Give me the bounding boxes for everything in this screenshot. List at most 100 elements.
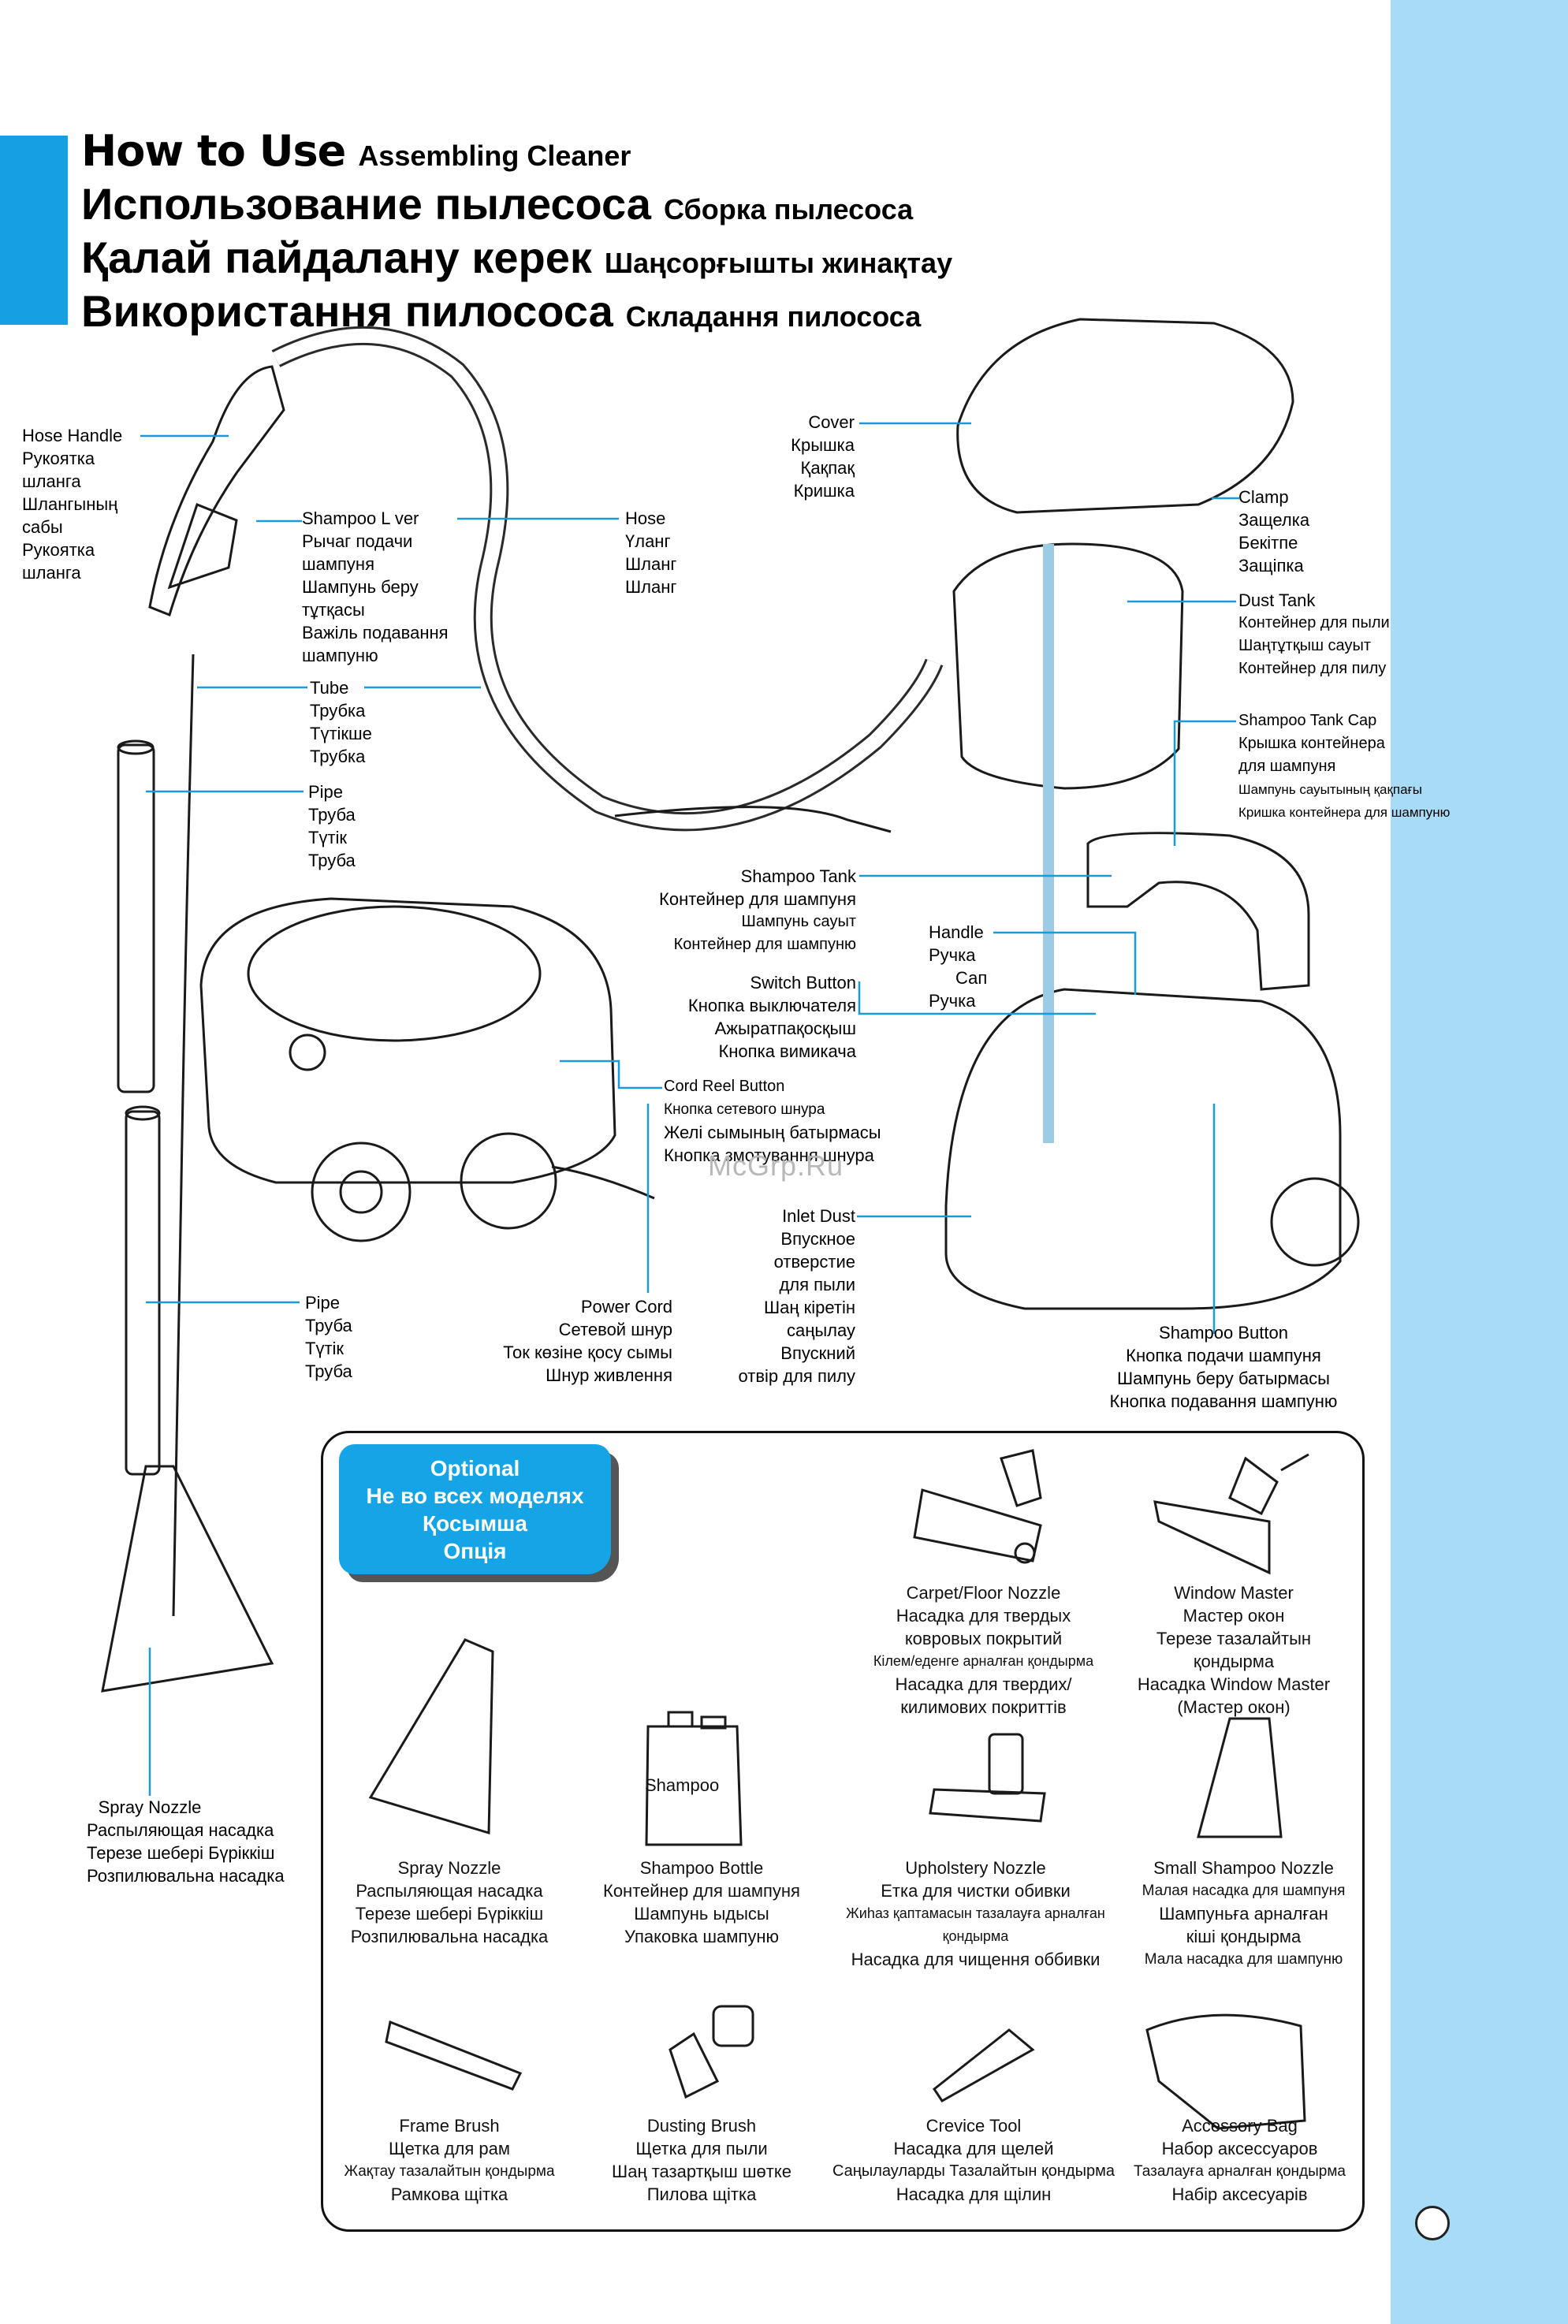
label-line: Бекітпе — [1238, 533, 1298, 553]
accessory-line: Саңылауларды Тазалайтын қондырма — [832, 2162, 1115, 2180]
label-line: Кнопка вимикача — [718, 1041, 856, 1061]
accessory-bag-icon — [1145, 2013, 1306, 2130]
accessory-line: Carpet/Floor Nozzle — [906, 1583, 1061, 1603]
label-line: саңылау — [786, 1320, 855, 1340]
label-line: шампуня — [302, 554, 374, 574]
shampoo-bottle-icon — [645, 1711, 743, 1846]
badge-line: Қосымша — [423, 1510, 527, 1536]
accessory-line: Распыляющая насадка — [356, 1881, 543, 1901]
label-line: Ручка — [929, 945, 976, 965]
accessory-line: Шаң тазартқыш шөтке — [612, 2162, 791, 2181]
label-line: Рукоятка — [22, 449, 95, 468]
hose-handle-illustration — [148, 365, 285, 617]
label-line: Кнопка подавання шампуню — [1109, 1391, 1338, 1411]
label-line: тұтқасы — [302, 600, 365, 620]
power-cord-illustration — [551, 1165, 655, 1200]
label-line: шампуню — [302, 646, 378, 665]
badge-line: Опція — [443, 1538, 507, 1563]
label-line: Впускное — [780, 1229, 855, 1249]
label-line: Защіпка — [1238, 556, 1304, 575]
label-line: шланга — [22, 471, 81, 491]
label-line: Cord Reel Button — [664, 1078, 785, 1095]
accessory-line: Тазалауға арналған қондырма — [1134, 2163, 1346, 2180]
label-line: Shampoo Tank Cap — [1238, 712, 1377, 729]
small-shampoo-nozzle-icon — [1197, 1717, 1283, 1838]
label-line: Кнопка подачи шампуня — [1126, 1346, 1321, 1365]
label-line: для шампуня — [1238, 758, 1336, 775]
base-illustration — [944, 988, 1342, 1310]
spray-nozzle-icon — [368, 1638, 494, 1835]
label-line: Clamp — [1238, 487, 1289, 507]
accessory-line: Frame Brush — [399, 2116, 500, 2136]
label-line: Cover — [808, 412, 855, 432]
accessory-line: Терезе шебері Бүріккіш — [355, 1904, 544, 1924]
accessory-line: Набор аксессуаров — [1161, 2139, 1318, 2158]
side-color-strip — [1391, 0, 1568, 2324]
accessory-line: Терезе тазалайтын — [1156, 1629, 1312, 1648]
label-line: Труба — [308, 805, 356, 825]
dusting-brush-icon — [669, 2005, 754, 2099]
label-line: шланга — [22, 563, 81, 583]
header-subtitle-ua: Складання пилососа — [625, 300, 922, 333]
label-line: Ажыратпақосқыш — [714, 1019, 856, 1038]
accessory-line: Жиһаз қаптамасын тазалауға арналған — [846, 1905, 1105, 1921]
spray-tube-illustration — [172, 654, 195, 1617]
label-line: Шланг — [625, 554, 677, 574]
label-line: Dust Tank — [1238, 590, 1316, 610]
accessory-line: Насадка для щілин — [896, 2184, 1052, 2204]
label-line: отвір для пилу — [738, 1366, 856, 1386]
accessory-line: (Мастер окон) — [1177, 1697, 1291, 1717]
shampoo-lever-illustration — [167, 503, 238, 590]
wheel-left-illustration — [311, 1142, 412, 1242]
vacuum-body-illustration — [199, 897, 616, 1184]
accessory-line: Щетка для пыли — [635, 2139, 768, 2158]
accessory-line: Насадка для твердых — [896, 1606, 1071, 1626]
label-line: Шаң кіретін — [763, 1298, 855, 1317]
spray-nozzle-main-illustration — [101, 1465, 274, 1693]
section-tab-marker — [0, 136, 68, 325]
label-line: Крышка контейнера — [1238, 735, 1385, 752]
carpet-floor-nozzle-icon — [913, 1449, 1042, 1564]
label-line: Контейнер для пилу — [1238, 660, 1387, 677]
header-title-en: How to Use — [81, 126, 346, 176]
window-master-icon — [1153, 1453, 1309, 1575]
frame-brush-icon — [385, 2020, 523, 2091]
accessory-line: Щетка для рам — [389, 2139, 510, 2158]
accessory-line: Контейнер для шампуня — [603, 1881, 800, 1901]
label-line: Рычаг подачи — [302, 531, 413, 551]
accessory-line: Жақтау тазалайтын қондырма — [344, 2163, 555, 2180]
label-line: Шампунь беру — [302, 577, 419, 597]
accessory-line: Accessory Bag — [1182, 2116, 1298, 2136]
pipe-bottom-illustration — [125, 1110, 161, 1476]
label-line: Шампунь беру батырмасы — [1117, 1369, 1330, 1388]
label-line: Шлангының — [22, 494, 118, 514]
accessory-line: Насадка Window Master — [1137, 1674, 1331, 1694]
accessory-line: Насадка для твердих/ — [895, 1674, 1072, 1694]
label-line: Shampoo Tank — [740, 866, 856, 886]
label-line: Защелка — [1238, 510, 1310, 530]
header-title-kz: Қалай пайдалану керек — [81, 233, 592, 282]
header-subtitle-ru: Сборка пылесоса — [663, 193, 914, 225]
accessory-line: Upholstery Nozzle — [905, 1858, 1046, 1878]
header-title-ru: Использование пылесоса — [81, 179, 651, 229]
label-line: Handle — [929, 922, 984, 942]
